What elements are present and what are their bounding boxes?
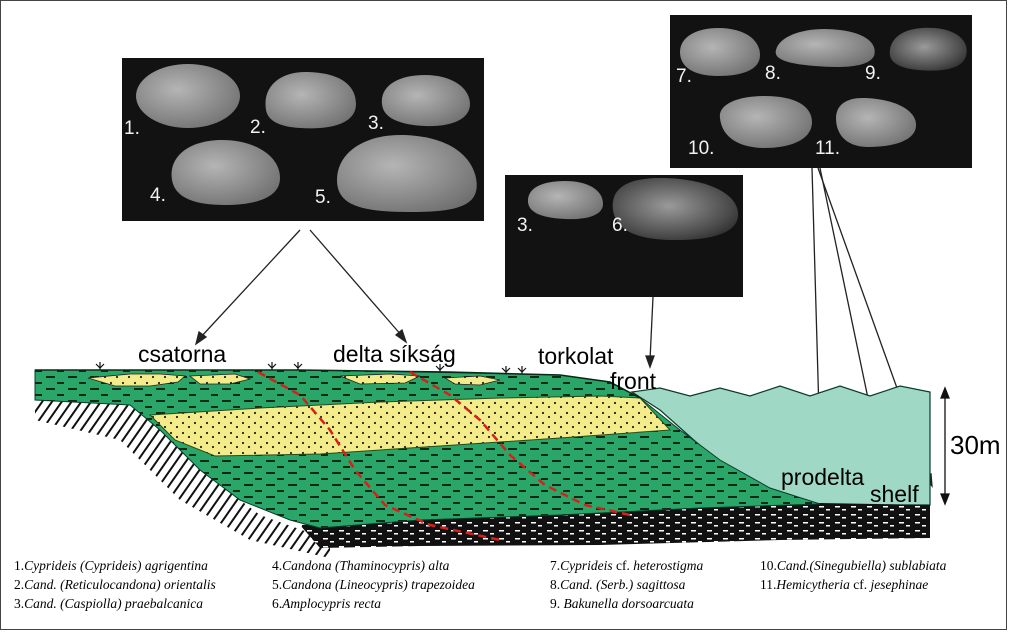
- basement-hatch: [35, 400, 330, 558]
- panel-right-num-10: 10.: [688, 138, 715, 159]
- fossil-3b: [527, 181, 603, 220]
- red-line-1: [257, 370, 501, 542]
- plant-icon: [267, 362, 277, 370]
- plant-icon: [517, 366, 527, 374]
- sand-wedge: [148, 395, 672, 457]
- panel-left-num-3: 3.: [368, 113, 384, 134]
- fossil-11: [836, 98, 917, 147]
- panel-right-num-8: 8.: [765, 63, 781, 84]
- arrow-head-icon: [194, 330, 208, 346]
- fossil-specimens-channel: [136, 64, 477, 212]
- fossil-7: [680, 28, 760, 76]
- channel-lens-4: [443, 375, 501, 386]
- label-prodelta: prodelta: [781, 464, 865, 490]
- panel-middle-num-6: 6.: [612, 215, 628, 236]
- panel-left-num-4: 4.: [150, 185, 166, 206]
- legend-item-2: 2.Cand. (Reticulocandona) orientalis: [14, 577, 216, 592]
- fossil-1: [136, 64, 240, 128]
- legend-item-6: 6.Amplocypris recta: [272, 596, 381, 611]
- plant-icon: [293, 362, 303, 370]
- panel-right-num-7: 7.: [676, 66, 692, 87]
- fossil-9: [889, 27, 967, 71]
- legend-item-7: 7.Cyprideis cf. heterostigma: [550, 558, 704, 573]
- panel-left-num-1: 1.: [124, 118, 140, 139]
- arrow-to-delta-plain: [309, 229, 403, 337]
- legend-item-10: 10.Cand.(Sinegubiella) sublabiata: [760, 558, 947, 573]
- channel-lens-3: [339, 373, 421, 385]
- label-delta-plain: delta síkság: [333, 341, 456, 367]
- plant-icon: [435, 364, 445, 372]
- plant-icon: [501, 366, 511, 374]
- arrow-head-icon: [394, 328, 408, 344]
- legend-item-4: 4.Candona (Thaminocypris) alta: [272, 558, 450, 573]
- delta-top-surface: [35, 369, 641, 399]
- fossil-2: [265, 72, 356, 129]
- scale-label: 30m: [950, 430, 1001, 460]
- panel-right-num-11: 11.: [815, 138, 841, 159]
- label-channel: csatorna: [138, 341, 227, 367]
- legend-item-5: 5.Candona (Lineocypris) trapezoidea: [272, 577, 475, 592]
- arrow-down-icon: [940, 493, 950, 506]
- channel-lens-2: [188, 373, 252, 385]
- fossil-8: [775, 28, 875, 67]
- arrow-to-mouth: [649, 296, 654, 361]
- arrow-head-icon: [645, 355, 655, 369]
- label-mouth: torkolat: [538, 343, 614, 369]
- label-shelf: shelf: [870, 481, 919, 507]
- fossil-5: [337, 135, 477, 212]
- scale-bar: [940, 386, 950, 506]
- fossil-3: [381, 75, 470, 127]
- panel-left-num-2: 2.: [250, 117, 266, 138]
- legend-item-8: 8.Cand. (Serb.) sagittosa: [550, 577, 686, 592]
- fossil-10: [719, 96, 812, 148]
- label-front: front: [610, 368, 657, 394]
- plant-icon: [95, 362, 105, 370]
- legend-item-11: 11.Hemicytheria cf. jesephinae: [760, 577, 929, 592]
- panel-right-num-9: 9.: [865, 63, 881, 84]
- legend-item-9: 9. Bakunella dorsoarcuata: [550, 596, 694, 611]
- fossil-specimens-mouth: [527, 178, 739, 240]
- fossil-6: [612, 178, 739, 240]
- basal-layer: [300, 503, 930, 548]
- channel-lens-1: [87, 373, 186, 387]
- fossil-specimens-prodelta: [680, 27, 967, 148]
- red-line-2: [409, 370, 631, 517]
- arrow-to-channel: [199, 229, 301, 339]
- vegetation: [95, 362, 527, 374]
- arrow-up-icon: [940, 386, 950, 399]
- panel-left-num-5: 5.: [315, 187, 331, 208]
- legend-item-1: 1.Cyprideis (Cyprideis) agrigentina: [14, 558, 208, 573]
- panel-middle-num-3: 3.: [517, 215, 533, 236]
- fossil-4: [171, 140, 280, 205]
- legend-item-3: 3.Cand. (Caspiolla) praebalcanica: [14, 596, 203, 611]
